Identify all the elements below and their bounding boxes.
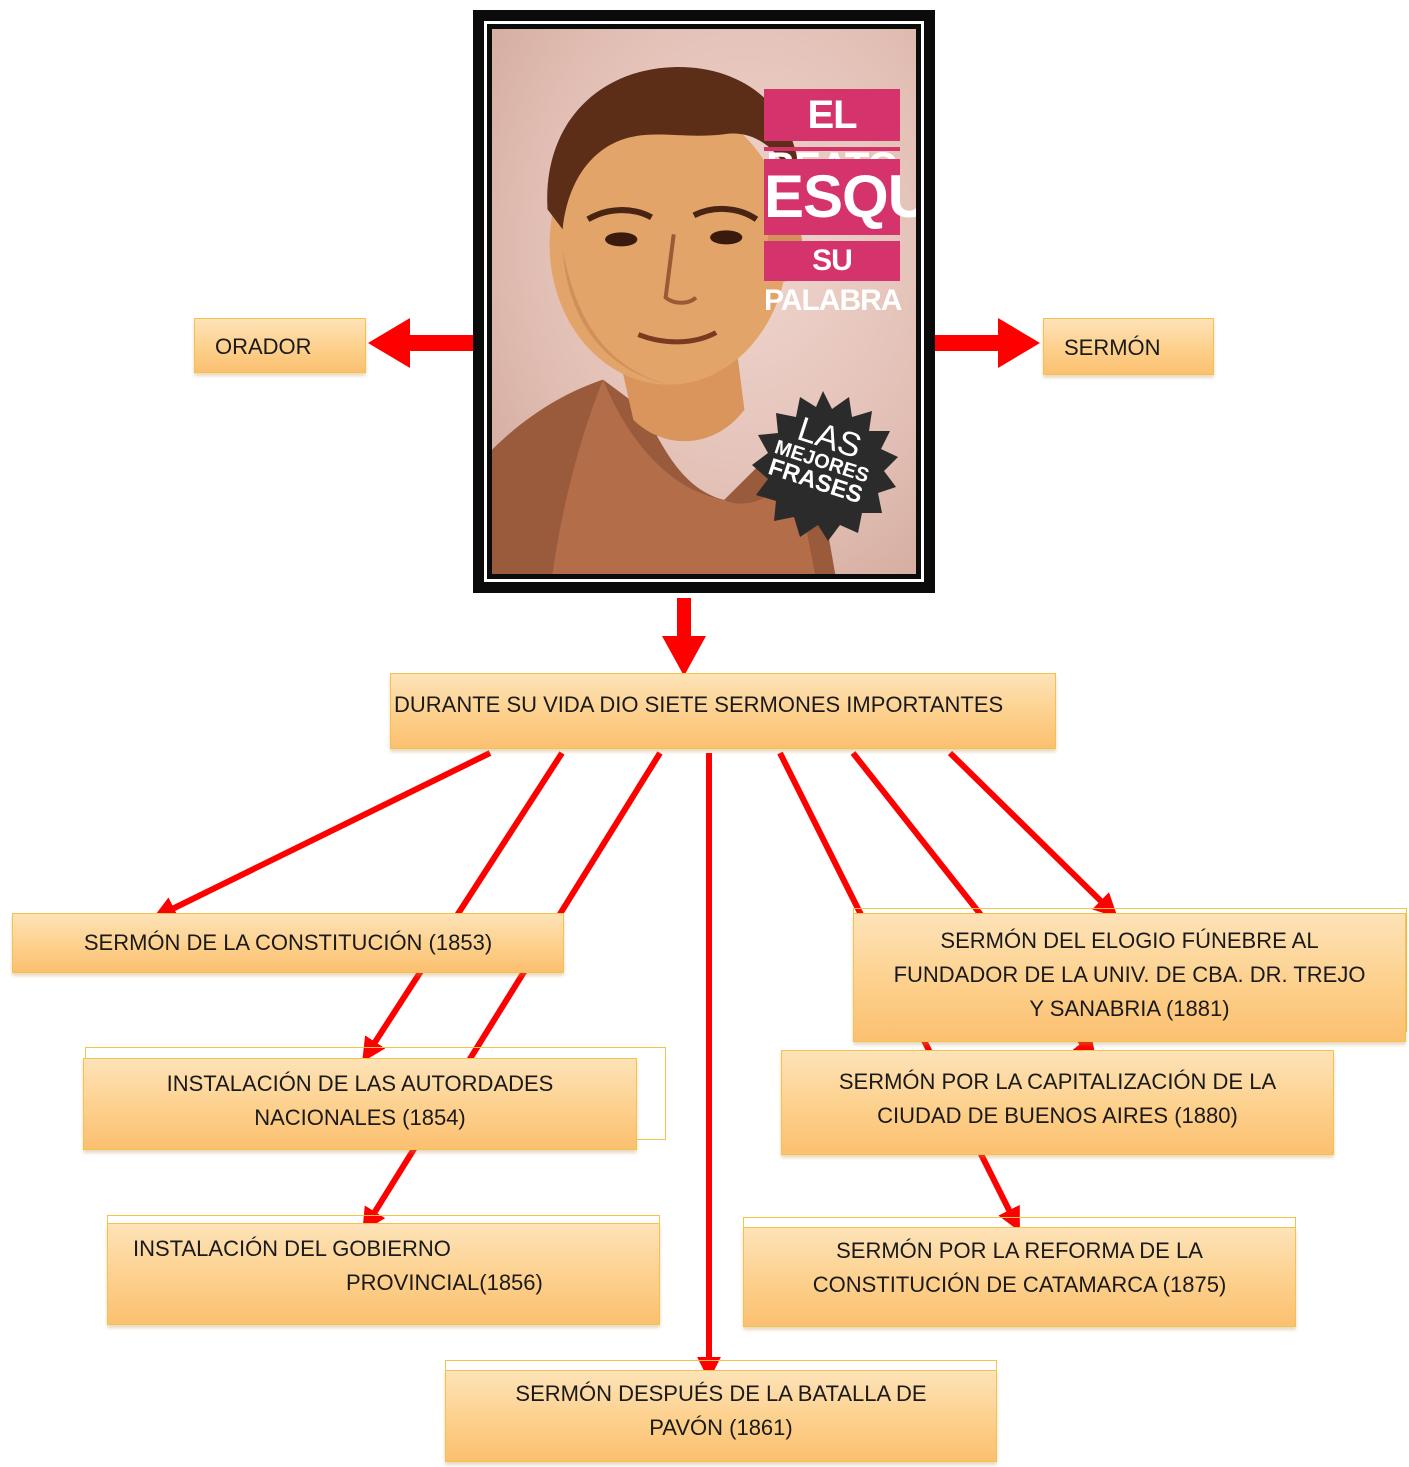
sermon-pavon-box: SERMÓN DESPUÉS DE LA BATALLA DE PAVÓN (1… — [445, 1370, 997, 1462]
sermon-pavon-line-2: PAVÓN (1861) — [649, 1415, 793, 1440]
title-banner-esquiu: ESQUIÚ — [764, 159, 916, 235]
sermon-box: SERMÓN — [1043, 318, 1214, 375]
book-cover-image: EL BEATO ESQUIÚ SU PALABRA LAS MEJORES F… — [492, 29, 916, 574]
title-banner-su-palabra: SU PALABRA — [764, 241, 902, 317]
title-line-2: ESQUIÚ — [764, 163, 916, 230]
arrow-elogio — [947, 750, 1118, 918]
title-divider — [764, 147, 900, 151]
sermon-autoridades-box: INSTALACIÓN DE LAS AUTORDADES NACIONALES… — [83, 1058, 637, 1150]
sermon-reforma-line-1: SERMÓN POR LA REFORMA DE LA — [836, 1238, 1203, 1263]
sermon-autoridades-line-1: INSTALACIÓN DE LAS AUTORDADES — [166, 1071, 554, 1096]
sermon-constitucion-box: SERMÓN DE LA CONSTITUCIÓN (1853) — [12, 913, 564, 973]
sermon-elogio-box: SERMÓN DEL ELOGIO FÚNEBRE AL FUNDADOR DE… — [853, 913, 1406, 1042]
arrow-constitucion — [152, 750, 492, 919]
sermon-gobierno-line-2: PROVINCIAL(1856) — [346, 1270, 543, 1295]
title-line-3: SU PALABRA — [764, 244, 902, 317]
title-banner-el-beato: EL BEATO — [764, 89, 900, 189]
sermon-constitucion-label: SERMÓN DE LA CONSTITUCIÓN (1853) — [83, 930, 493, 955]
sermon-elogio-line-2: FUNDADOR DE LA UNIV. DE CBA. DR. TREJO — [893, 962, 1366, 987]
starburst-badge — [752, 391, 898, 541]
portrait-frame: EL BEATO ESQUIÚ SU PALABRA LAS MEJORES F… — [473, 10, 935, 593]
orador-label: ORADOR — [215, 334, 312, 359]
sermon-gobierno-line-1: INSTALACIÓN DEL GOBIERNO — [133, 1236, 451, 1261]
sermon-capital-line-2: CIUDAD DE BUENOS AIRES (1880) — [877, 1103, 1238, 1128]
sermon-elogio-line-1: SERMÓN DEL ELOGIO FÚNEBRE AL — [940, 928, 1319, 953]
sermon-reforma-box: SERMÓN POR LA REFORMA DE LA CONSTITUCIÓN… — [743, 1227, 1296, 1327]
main-node-label: DURANTE SU VIDA DIO SIETE SERMONES IMPOR… — [394, 692, 1004, 717]
sermon-autoridades-line-2: NACIONALES (1854) — [254, 1105, 466, 1130]
sermon-elogio-line-3: Y SANABRIA (1881) — [1029, 996, 1230, 1021]
main-node-box: DURANTE SU VIDA DIO SIETE SERMONES IMPOR… — [390, 673, 1056, 749]
sermon-capital-box: SERMÓN POR LA CAPITALIZACIÓN DE LA CIUDA… — [781, 1050, 1334, 1155]
sermon-capital-line-1: SERMÓN POR LA CAPITALIZACIÓN DE LA — [838, 1069, 1277, 1094]
orador-box: ORADOR — [194, 318, 366, 373]
arrow-to-sermon — [915, 318, 1040, 368]
arrow-to-main-node — [662, 598, 706, 676]
sermon-pavon-line-1: SERMÓN DESPUÉS DE LA BATALLA DE — [515, 1381, 927, 1406]
sermon-reforma-line-2: CONSTITUCIÓN DE CATAMARCA (1875) — [812, 1272, 1227, 1297]
arrow-to-orador — [368, 318, 495, 368]
arrow-autoridades — [362, 751, 565, 1063]
sermon-gobierno-box: INSTALACIÓN DEL GOBIERNO PROVINCIAL(1856… — [107, 1223, 660, 1325]
sermon-label: SERMÓN — [1064, 335, 1161, 360]
